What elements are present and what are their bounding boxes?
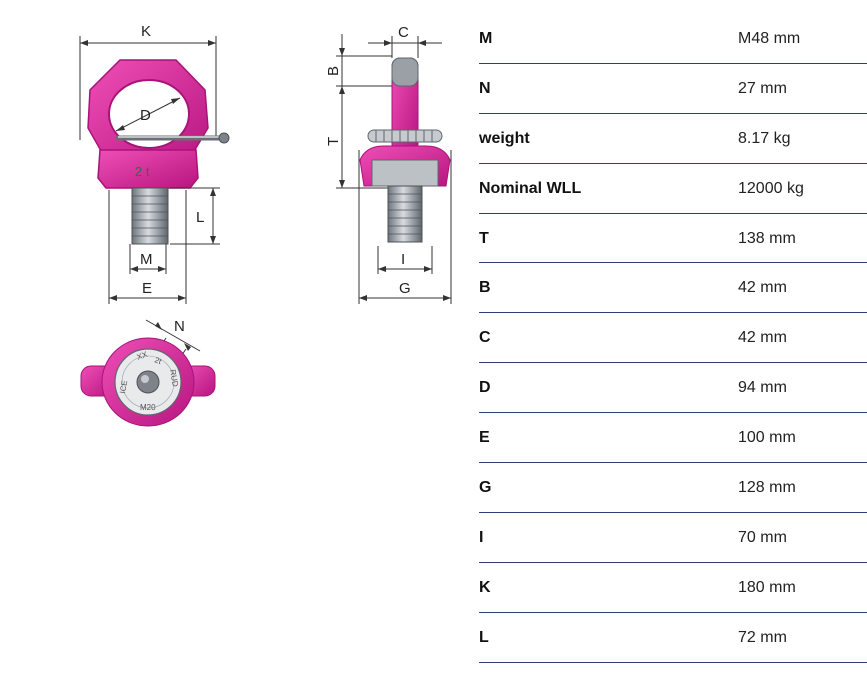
top-bolt-head [136,370,160,394]
spec-row-t: T 138 mm [479,214,867,264]
spec-value: 42 mm [738,279,787,297]
side-view-drawing: C B T [325,24,452,304]
dim-label-k: K [141,23,151,40]
spec-key: B [479,279,491,297]
spec-table: M M48 mm N 27 mm weight 8.17 kg Nominal … [479,14,867,663]
spec-key: L [479,628,489,646]
dim-label-l: L [196,209,204,226]
side-bolt [387,185,423,243]
spec-value: 72 mm [738,628,787,646]
spec-row-k: K 180 mm [479,563,867,613]
spec-row-l: L 72 mm [479,613,867,663]
spec-row-e: E 100 mm [479,413,867,464]
spec-value: 8.17 kg [738,129,791,147]
dim-label-e: E [142,280,152,297]
stamp-rud: RUD [168,369,180,388]
spec-value: 128 mm [738,479,796,497]
top-view-drawing: N XX ICE M20 RUD 2t [80,318,216,427]
spec-key: E [479,429,490,447]
front-view-drawing: K 2 t D L M [79,23,230,304]
spec-key: Nominal WLL [479,179,582,197]
dim-label-d: D [140,107,151,124]
spec-row-g: G 128 mm [479,463,867,513]
spec-value: 12000 kg [738,179,804,197]
spec-key: T [479,229,489,247]
stamp-ice: ICE [118,380,129,395]
spec-key: G [479,479,492,497]
stamp-m20: M20 [140,403,156,412]
spec-row-i: I 70 mm [479,513,867,563]
spec-row-weight: weight 8.17 kg [479,114,867,164]
stamp-2t: 2t [153,355,163,366]
spec-key: weight [479,129,530,147]
spec-row-c: C 42 mm [479,313,867,364]
ring-marking: 2 t [135,164,150,179]
spec-key: C [479,329,491,347]
spec-row-n: N 27 mm [479,64,867,114]
stamp-xx: XX [136,350,150,362]
technical-drawings: K 2 t D L M [79,23,452,427]
dim-label-n: N [174,318,185,335]
spec-value: 180 mm [738,578,796,596]
spec-row-d: D 94 mm [479,363,867,414]
dim-label-i: I [401,251,405,268]
spec-value: 94 mm [738,379,787,397]
dim-label-g: G [399,280,411,297]
spec-value: 138 mm [738,229,796,247]
spec-value: 100 mm [738,429,796,447]
spec-key: I [479,528,484,546]
dim-label-t: T [325,137,342,146]
spec-key: N [479,79,491,97]
spec-row-b: B 42 mm [479,263,867,314]
front-bolt [131,187,169,245]
dim-label-b: B [325,66,342,76]
dim-label-m: M [140,251,153,268]
spec-row-nominal-wll: Nominal WLL 12000 kg [479,164,867,214]
dim-label-c: C [398,24,409,41]
spec-row-m: M M48 mm [479,14,867,64]
spec-key: D [479,379,491,397]
spec-key: K [479,578,491,596]
spec-value: 42 mm [738,329,787,347]
spec-value: 27 mm [738,79,787,97]
spec-value: 70 mm [738,528,787,546]
spec-key: M [479,30,493,47]
spec-value: M48 mm [738,30,801,47]
